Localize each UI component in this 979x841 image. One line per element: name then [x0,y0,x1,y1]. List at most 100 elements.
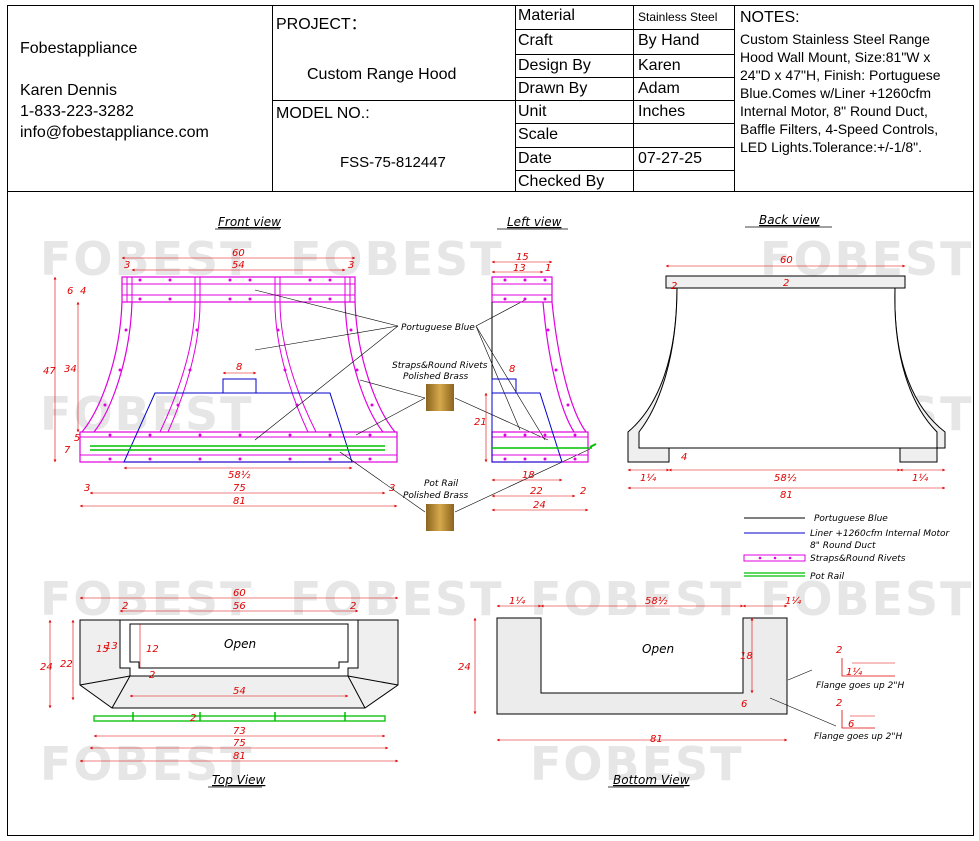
dim-top-73: 73 [233,726,246,737]
front-view: Front view [43,215,398,508]
dim-top-60: 60 [233,588,246,599]
dim-top-81: 81 [233,751,246,762]
top-view-caption: Top View [212,773,266,787]
dim-top-2c: 2 [149,670,155,681]
brass-strap-swatch [426,384,454,411]
dim-front-8: 8 [236,362,242,373]
dim-top-12: 12 [146,644,159,655]
dim-bottom-1l: 1¼ [509,595,525,607]
callout-leaders [254,289,591,513]
project-value: Custom Range Hood [307,66,457,83]
contact-name: Karen Dennis [20,82,117,99]
dim-front-54: 54 [232,260,245,271]
dim-left-18: 18 [522,470,535,481]
project-label: PROJECT： [276,16,367,33]
dim-front-6: 6 [67,286,73,297]
back-view: Back view 60 2 2 4 1¼ 58½ 1¼ 81 [627,213,946,501]
dim-left-8: 8 [509,364,515,375]
dim-top-24: 24 [40,662,53,673]
spec-value: Karen [638,57,681,74]
spec-label: Craft [518,32,553,49]
dim-top-15: 15 [96,644,109,655]
dim-back-81: 81 [780,490,793,501]
notes-title: NOTES: [740,9,800,26]
spec-row: Checked By [516,171,734,192]
dim-top-22: 22 [60,659,73,670]
spec-value: Stainless Steel [638,10,718,24]
dim-bottom-flange-6: 6 [848,719,854,730]
legend-label-straps: Straps&Round Rivets [810,554,906,564]
watermark: FOBEST [760,572,974,626]
legend: Portuguese Blue Liner +1260cfm Internal … [743,514,951,582]
dim-top-75: 75 [233,738,246,749]
contact-email[interactable]: info@fobestappliance.com [20,124,209,141]
dim-left-13: 13 [513,263,526,274]
dim-front-75: 75 [233,483,246,494]
watermark: FOBEST [290,572,504,626]
dim-left-1: 1 [545,263,551,274]
callout-straps-1: Straps&Round Rivets [392,361,488,371]
dim-back-60: 60 [780,255,793,266]
dim-top-54: 54 [233,686,246,697]
spec-label: Scale [518,126,559,143]
model-value: FSS-75-812447 [340,154,446,171]
spec-label: Material [518,7,575,24]
watermark: FOBEST [530,737,744,791]
dim-left-21: 21 [474,417,487,428]
dim-top-rail2: 2 [190,713,196,724]
dim-top-13: 13 [105,641,118,652]
dim-left-15: 15 [516,252,529,263]
company-name: Fobestappliance [20,40,138,57]
dim-back-2a: 2 [671,281,677,292]
dim-front-47: 47 [43,366,56,377]
notes-line: 24"D x 47"H, Finish: Portuguese [740,67,941,83]
legend-label-liner: Liner +1260cfm Internal Motor [810,529,951,539]
dim-bottom-18: 18 [740,651,753,662]
spec-value: Inches [638,103,686,120]
watermark: FOBEST [290,232,504,286]
callout-potrail-2: Polished Brass [403,491,469,501]
front-view-caption: Front view [218,215,281,229]
spec-label: Unit [518,103,547,120]
callout-portuguese-blue: Portuguese Blue [401,323,475,333]
notes-line: Custom Stainless Steel Range [740,31,930,47]
dim-front-3a: 3 [124,260,130,271]
model-label: MODEL NO.: [276,105,370,122]
callout-potrail-1: Pot Rail [424,479,459,489]
notes-line: Internal Motor, 8" Round Duct, [740,103,928,119]
spec-value: By Hand [638,32,700,49]
top-open-label: Open [224,637,256,651]
spec-value: 07-27-25 [638,150,703,167]
notes-line: Baffle Filters, 4-Speed Controls, [740,121,939,137]
left-view: Left view 15 13 1 8 21 18 22 [474,215,597,512]
dim-front-3b: 3 [348,260,354,271]
dim-top-2b: 2 [350,601,356,612]
dim-bottom-81: 81 [650,734,663,745]
watermark: FOBEST [40,572,254,626]
left-view-caption: Left view [507,215,562,229]
brass-rail-swatch [426,504,454,531]
legend-label-portuguese: Portuguese Blue [814,514,888,524]
dim-front-3l: 3 [84,483,90,494]
bottom-view: Bottom View Open 1¼ 58½ 1¼ 24 18 6 81 2 … [458,595,904,788]
spec-row: Drawn By Adam [516,78,734,101]
dim-back-4: 4 [681,452,687,463]
spec-label: Drawn By [518,80,588,97]
flange-label-2: Flange goes up 2"H [814,732,902,742]
spec-row: Scale [516,124,734,148]
dim-bottom-24: 24 [458,662,471,673]
watermark: FOBEST [40,387,254,441]
dim-front-81: 81 [233,496,246,507]
dim-front-4: 4 [80,286,86,297]
dim-bottom-flange-2a: 2 [836,645,842,656]
legend-label-liner-2: 8" Round Duct [810,541,876,551]
watermark: FOBEST [530,572,744,626]
dim-bottom-flange-1: 1¼ [846,666,862,678]
spec-value: Adam [638,80,680,97]
dim-bottom-58: 58½ [645,595,668,607]
dim-back-58: 58½ [774,472,797,484]
flange-label-1: Flange goes up 2"H [816,681,904,691]
